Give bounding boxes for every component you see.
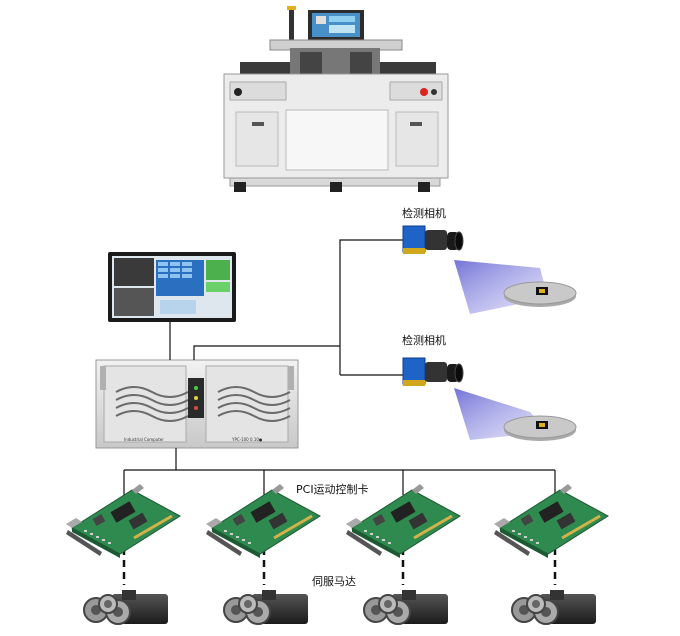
card-to-motor-dashes	[122, 548, 557, 585]
pci-motion-card-4	[492, 482, 610, 560]
motion-card-label: PCI运动控制卡	[296, 483, 369, 496]
camera-top-link	[339, 239, 405, 375]
camera-bottom-label: 检测相机	[402, 334, 446, 347]
inspection-machine	[223, 6, 449, 192]
pci-motion-card-1	[64, 482, 182, 560]
ipc-nameplate-left: Industrial Computer	[124, 437, 164, 442]
camera-bottom	[402, 357, 577, 441]
servo-motor-1	[83, 589, 169, 625]
ipc-nameplate-right: YPC-100 0.10●	[231, 437, 263, 442]
touch-monitor	[108, 252, 236, 322]
industrial-pc: Industrial Computer YPC-100 0.10●	[95, 359, 299, 449]
connection-lines	[123, 239, 556, 495]
servo-motor-4	[511, 589, 597, 625]
servo-motor-2	[223, 589, 309, 625]
servo-motor-3	[363, 589, 449, 625]
camera-top	[402, 225, 577, 314]
ipc-to-camera-trunk	[193, 345, 340, 360]
camera-top-label: 检测相机	[402, 207, 446, 220]
servo-motor-label: 伺服马达	[312, 575, 356, 588]
